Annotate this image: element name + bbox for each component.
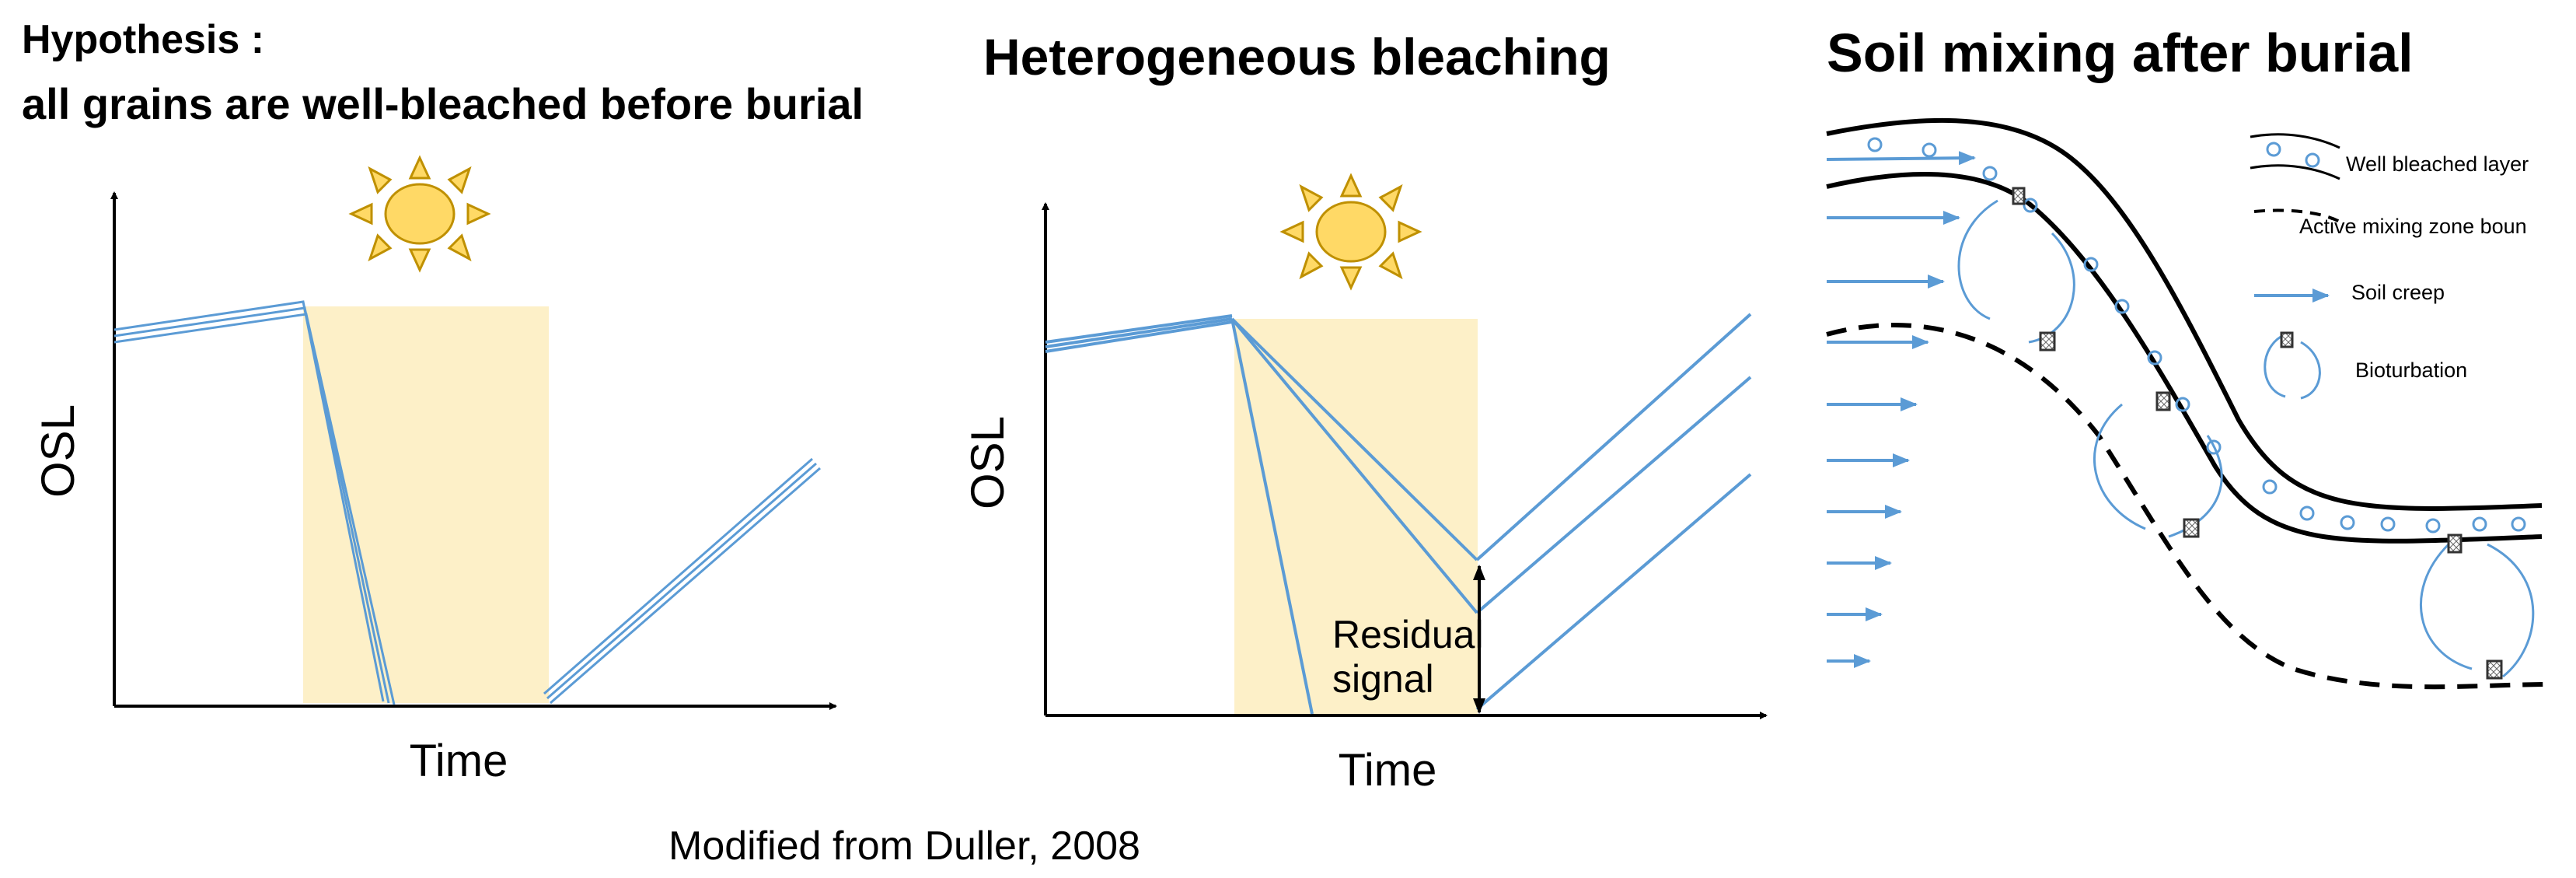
surface-line (1826, 117, 2543, 511)
bleached-layer-base (1826, 171, 2543, 544)
panel1-title-line1: Hypothesis : (22, 17, 264, 62)
panel2-y-label: OSL (962, 416, 1014, 509)
panel1-title-line2: all grains are well-bleached before buri… (22, 79, 864, 128)
panel1-y-label: OSL (32, 404, 84, 498)
legend-soil-creep: Soil creep (2351, 281, 2445, 304)
panel2-exposure-band (1234, 319, 1478, 715)
panel3-title: Soil mixing after burial (1827, 23, 2414, 83)
panel1-osl-curves (113, 300, 821, 705)
panel-2: Heterogeneous bleaching (962, 28, 1768, 796)
soil-creep-arrows (1826, 151, 1976, 668)
panel-1: Hypothesis : all grains are well-bleache… (22, 17, 864, 786)
legend: Well bleached layer Active mixing zone b… (2250, 133, 2529, 400)
bioturbation-arrow-icon (1957, 187, 2535, 680)
panel-3: Soil mixing after burial (1826, 23, 2550, 690)
residual-label-line2: signal (1332, 657, 1434, 701)
residual-label-line1: Residual (1332, 613, 1484, 656)
bleached-grain-icon (2266, 142, 2281, 157)
bleached-grain-icon (2305, 152, 2320, 168)
sun-icon (348, 155, 491, 273)
legend-bioturbation: Bioturbation (2355, 359, 2467, 382)
panel1-exposure-band (303, 306, 549, 703)
panel2-x-label: Time (1339, 745, 1437, 796)
panel2-osl-curves (1045, 313, 1752, 715)
panel1-x-label: Time (410, 736, 508, 786)
bioturbation-arrow-icon (2264, 331, 2321, 400)
caption: Modified from Duller, 2008 (668, 824, 1140, 869)
active-mixing-zone-boundary (1826, 323, 2550, 690)
legend-mixing-zone: Active mixing zone boun (2299, 215, 2527, 238)
bleached-grain-icon (1867, 137, 2526, 533)
sun-icon (1279, 173, 1422, 291)
panel2-title: Heterogeneous bleaching (983, 28, 1611, 86)
legend-well-bleached: Well bleached layer (2346, 152, 2529, 176)
